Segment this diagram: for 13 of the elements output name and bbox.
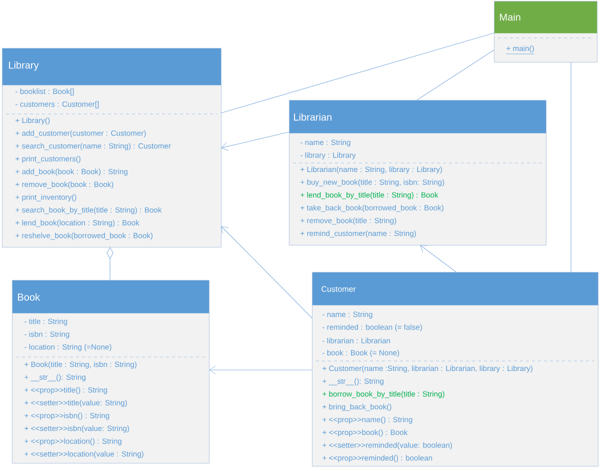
class-name: Main: [500, 13, 520, 21]
class-name: Book: [18, 293, 40, 301]
association-line: [416, 50, 494, 100]
arrow: [420, 245, 456, 272]
aggregation-line: [106, 247, 114, 280]
class-name: Librarian: [294, 113, 332, 121]
association-line: [570, 62, 572, 272]
arrow: [209, 366, 312, 374]
class-name: Library: [9, 61, 39, 71]
association-line: [220, 32, 494, 114]
arrow: [221, 226, 312, 318]
class-name: Customer: [322, 286, 356, 292]
arrow: [221, 132, 290, 151]
